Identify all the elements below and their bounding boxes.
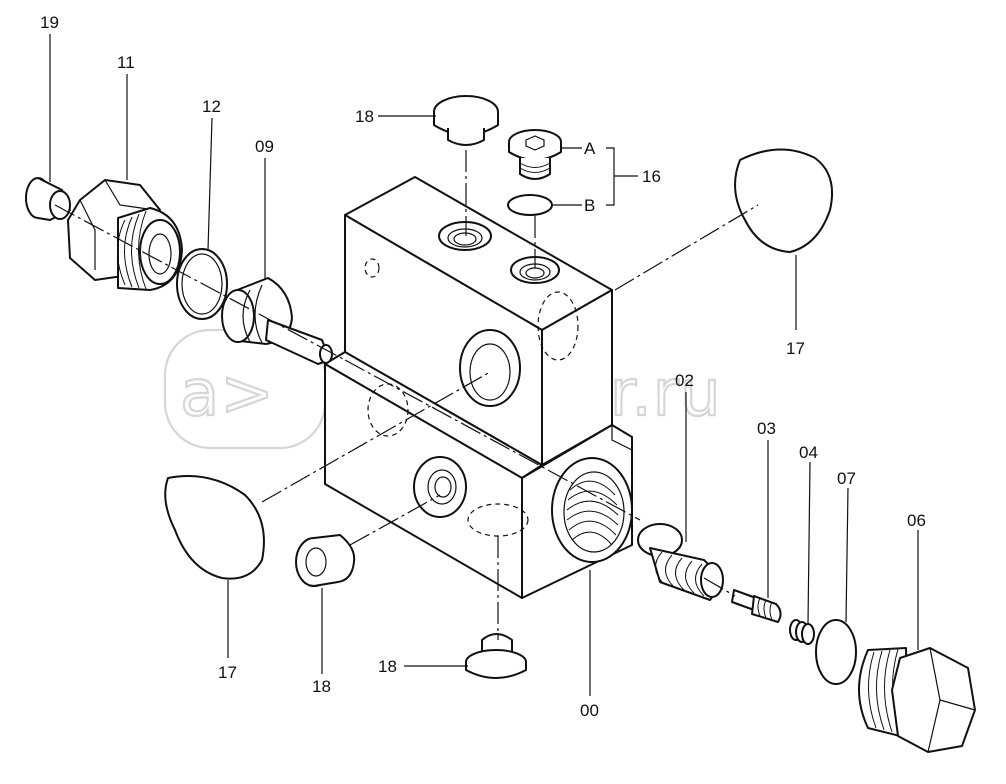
part-16a-plug (508, 129, 562, 180)
part-18-left-plug (295, 534, 356, 587)
front-port (459, 329, 521, 407)
part-06-hex-plug (858, 647, 976, 753)
label-18-top: 18 (355, 107, 374, 126)
label-19: 19 (40, 13, 59, 32)
label-17-right: 17 (786, 339, 805, 358)
part-17-left-cap (164, 475, 265, 580)
label-07: 07 (837, 469, 856, 488)
part-04-spring (789, 619, 815, 645)
part-11-hex-plug (67, 179, 183, 291)
top-port-1 (438, 221, 492, 251)
part-02-sleeve (637, 523, 724, 601)
leader-lines (49, 34, 919, 696)
part-18-top-plug (433, 95, 499, 146)
part-03-poppet (731, 589, 782, 623)
center-lines (54, 150, 759, 640)
part-07-o-ring (815, 619, 857, 685)
part-16b-o-ring (507, 194, 553, 216)
label-03: 03 (757, 419, 776, 438)
label-16: 16 (642, 167, 661, 186)
part-18-bottom-plug (465, 633, 527, 679)
label-12: 12 (202, 97, 221, 116)
label-06: 06 (907, 511, 926, 530)
label-17-left: 17 (218, 663, 237, 682)
part-17-right-cap (734, 148, 834, 253)
label-11: 11 (117, 53, 135, 72)
lower-front-port (413, 456, 467, 518)
label-18-bottom: 18 (378, 657, 397, 676)
label-00: 00 (580, 701, 599, 720)
watermark-logo: a> (180, 357, 275, 431)
label-02: 02 (675, 371, 694, 390)
valve-block (324, 176, 633, 599)
part-19-plug (25, 177, 71, 221)
label-09: 09 (255, 137, 274, 156)
label-b: B (584, 196, 595, 215)
label-18-left: 18 (312, 677, 331, 696)
part-labels: 19 11 12 09 18 A B 16 17 02 03 04 07 06 … (40, 13, 926, 720)
label-a: A (584, 139, 596, 158)
part-09-piston (221, 277, 333, 365)
label-04: 04 (799, 443, 818, 462)
